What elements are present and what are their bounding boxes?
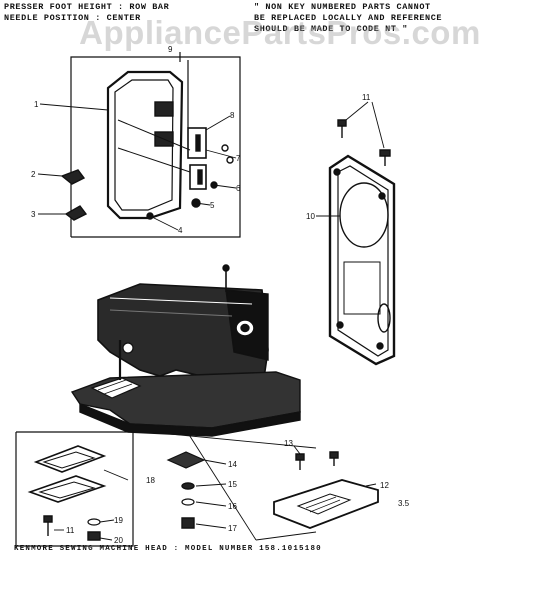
side-cover-plate	[316, 101, 396, 366]
callout-3: 3	[31, 210, 36, 219]
callout-11: 11	[362, 93, 371, 102]
front-cover-inset	[37, 52, 241, 238]
model-footer: KENMORE SEWING MACHINE HEAD : MODEL NUMB…	[14, 545, 322, 553]
callout-7: 7	[236, 154, 241, 163]
callout-1: 1	[34, 100, 39, 109]
callout-6: 6	[236, 184, 241, 193]
callout-4: 4	[178, 226, 183, 235]
callout-5: 5	[210, 201, 215, 210]
callout-18: 18	[146, 476, 155, 485]
bottom-left-inset	[15, 431, 134, 547]
machine-head	[70, 264, 317, 541]
callout-11-bottom: 11	[66, 526, 75, 535]
callout-17: 17	[228, 524, 237, 533]
callout-2: 2	[31, 170, 36, 179]
callout-15: 15	[228, 480, 237, 489]
callout-10: 10	[306, 212, 315, 221]
bottom-plate	[255, 445, 379, 541]
callout-8: 8	[230, 111, 235, 120]
presser-foot-note: PRESSER FOOT HEIGHT : ROW BAR NEEDLE POS…	[4, 2, 170, 23]
callout-16: 16	[228, 502, 237, 511]
replacement-note: " NON KEY NUMBERED PARTS CANNOT BE REPLA…	[254, 2, 443, 34]
callout-20: 20	[114, 536, 123, 545]
presser-parts	[166, 451, 227, 529]
callout-19: 19	[114, 516, 123, 525]
callout-13: 13	[284, 439, 293, 448]
callout-12: 12	[380, 481, 389, 490]
page-ref: 3.5	[398, 499, 410, 508]
callout-9: 9	[168, 45, 173, 54]
callout-labels: 1 2 3 4 5 6 7 8 9 10 11 12 13 14 15 16 1…	[31, 45, 410, 545]
callout-14: 14	[228, 460, 237, 469]
